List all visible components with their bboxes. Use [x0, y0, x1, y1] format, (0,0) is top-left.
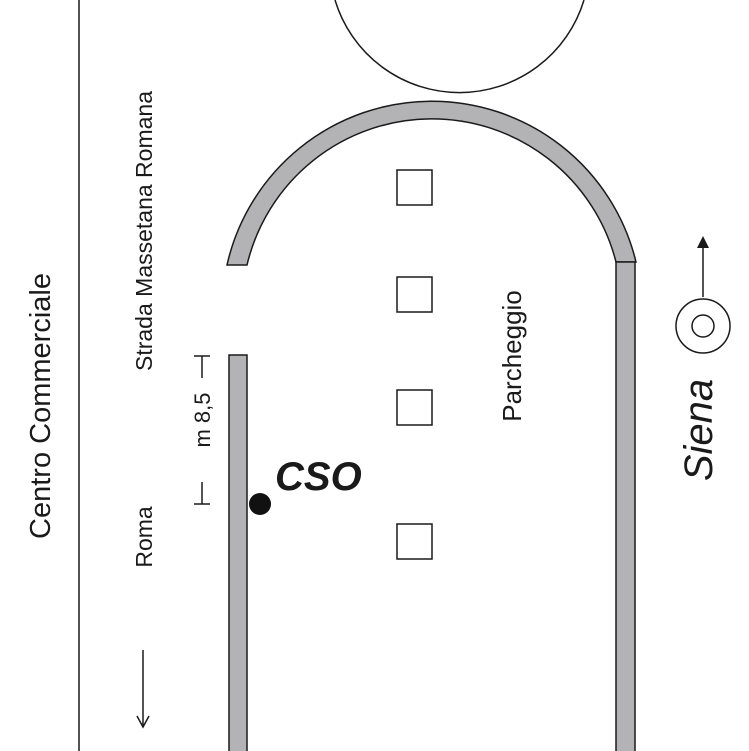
street-name-label-roma: Roma [131, 506, 157, 568]
parking-label: Parcheggio [497, 290, 527, 422]
arrow-down-icon [136, 650, 150, 729]
parking-box [396, 523, 433, 560]
station-label: CSO [275, 455, 362, 499]
arrow-up-head [697, 236, 709, 248]
measure-label: m 8,5 [190, 392, 215, 447]
measure-bracket [194, 355, 210, 505]
city-direction-label: Siena [677, 379, 721, 481]
roundabout-icon [675, 298, 731, 354]
parking-left-wall [228, 354, 248, 751]
station-dot-icon [249, 493, 271, 515]
parking-box [396, 389, 433, 426]
parking-box [396, 169, 433, 206]
street-name-label: Strada Massetana Romana [131, 91, 157, 371]
parking-curved-wall [226, 100, 637, 266]
parking-box [396, 276, 433, 313]
commercial-center-label: Centro Commerciale [25, 273, 57, 539]
parking-right-wall [615, 261, 636, 751]
top-roundabout-circle [334, 0, 585, 94]
